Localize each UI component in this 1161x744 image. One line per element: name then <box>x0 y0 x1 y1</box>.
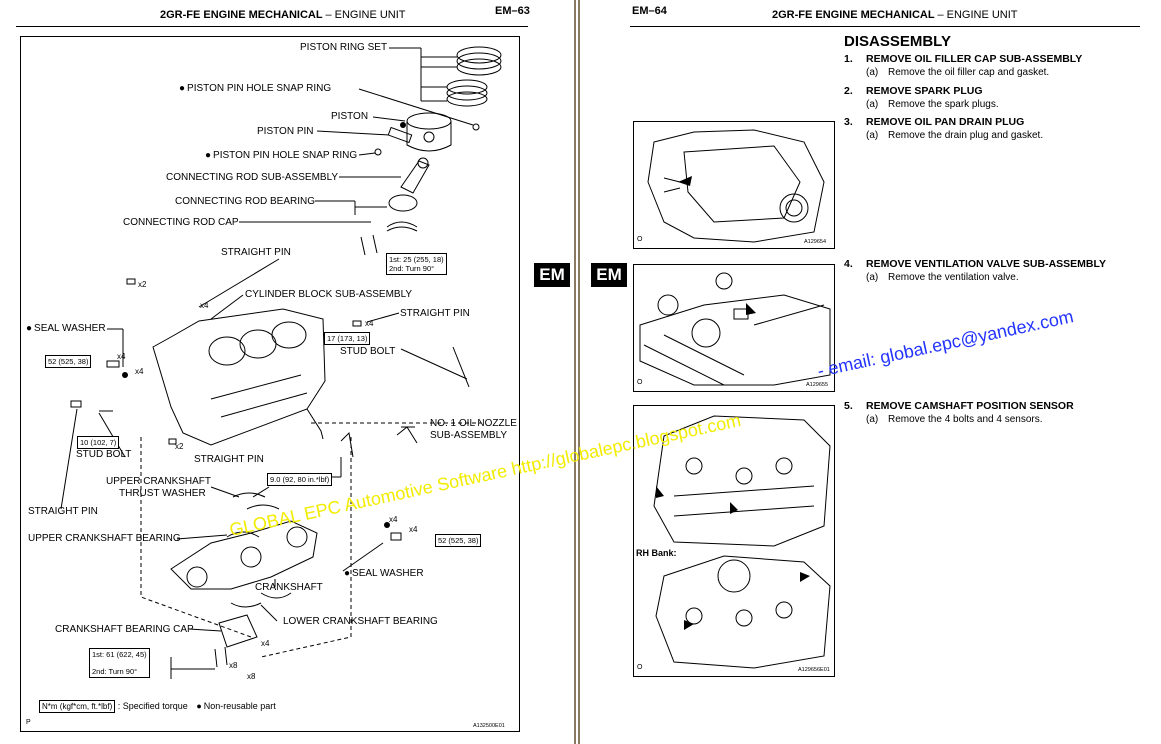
step-4-sub: (a)Remove the ventilation valve. <box>866 272 1019 283</box>
torque-conrod-2nd: 2nd: Turn 90° <box>389 264 435 273</box>
count-x4-seal-right-b: x4 <box>409 525 418 534</box>
label-upper-thrust-line1: UPPER CRANKSHAFT <box>106 476 212 487</box>
figure-camshaft-sensor-art <box>653 415 831 669</box>
left-page: 2GR-FE ENGINE MECHANICAL – ENGINE UNIT E… <box>0 0 566 744</box>
count-x8-a: x8 <box>229 661 238 670</box>
left-header-rule <box>16 26 528 27</box>
figure-camshaft-sensor: RH Bank: O A129656E01 <box>633 405 835 677</box>
diagram-drawing <box>60 46 502 679</box>
label-snap-ring-top: PISTON PIN HOLE SNAP RING <box>179 83 331 94</box>
step-1-sub: (a)Remove the oil filler cap and gasket. <box>866 67 1050 78</box>
legend-nonreusable: Non-reusable part <box>196 701 275 711</box>
label-piston-ring-set: PISTON RING SET <box>300 42 388 53</box>
right-page-number: EM–64 <box>632 5 667 17</box>
torque-box-stud-right: 17 (173, 13) <box>324 332 371 345</box>
label-straight-pin-right: STRAIGHT PIN <box>400 308 470 319</box>
em-tab-right: EM <box>591 263 627 287</box>
torque-box-oil-nozzle: 9.0 (92, 80 in.*lbf) <box>267 473 333 486</box>
left-header: 2GR-FE ENGINE MECHANICAL – ENGINE UNIT <box>160 9 406 21</box>
step-4-title: 4.REMOVE VENTILATION VALVE SUB-ASSEMBLY <box>844 258 1106 270</box>
diagram-corner-mark: P <box>26 719 31 726</box>
right-header: 2GR-FE ENGINE MECHANICAL – ENGINE UNIT <box>772 9 1018 21</box>
left-page-number: EM–63 <box>495 5 530 17</box>
exploded-diagram: PISTON RING SET PISTON PIN HOLE SNAP RIN… <box>20 36 520 732</box>
torque-cap-2nd: 2nd: Turn 90° <box>92 667 138 676</box>
count-x2-mid: x2 <box>175 442 184 451</box>
step-1-title: 1.REMOVE OIL FILLER CAP SUB-ASSEMBLY <box>844 53 1083 65</box>
label-bearing-cap: CRANKSHAFT BEARING CAP <box>55 624 194 635</box>
em-tab-left: EM <box>534 263 570 287</box>
label-piston-pin: PISTON PIN <box>257 126 314 137</box>
count-x4-pin-right: x4 <box>365 319 374 328</box>
torque-conrod-1st: 1st: 25 (255, 18) <box>389 255 444 264</box>
figure-3-code: A129656E01 <box>798 667 830 673</box>
figure-1-corner: O <box>637 236 643 243</box>
figure-oil-drain-plug-art <box>647 129 825 243</box>
legend-torque-text: : Specified torque <box>117 701 188 711</box>
torque-box-seal-left: 52 (525, 38) <box>45 355 92 368</box>
label-conrod-cap: CONNECTING ROD CAP <box>123 217 239 228</box>
label-oil-nozzle-line1: NO. 1 OIL NOZZLE <box>430 418 517 429</box>
figure-ventilation-valve-art <box>639 272 831 386</box>
figure-2-code: A129655 <box>806 382 829 388</box>
count-x8-b: x8 <box>247 672 256 681</box>
count-x4-seal-left-b: x4 <box>135 367 144 376</box>
label-stud-bolt-left: STUD BOLT <box>76 449 132 460</box>
torque-box-stud-left: 10 (102, 7) <box>77 436 120 449</box>
count-x4-cap: x4 <box>261 639 270 648</box>
label-straight-pin-top: STRAIGHT PIN <box>221 247 291 258</box>
label-straight-pin-left: STRAIGHT PIN <box>28 506 98 517</box>
label-piston: PISTON <box>331 111 369 122</box>
torque-box-seal-right: 52 (525, 38) <box>435 534 482 547</box>
figure-2-corner: O <box>637 379 643 386</box>
label-conrod-bearing: CONNECTING ROD BEARING <box>175 196 316 207</box>
step-5-title: 5.REMOVE CAMSHAFT POSITION SENSOR <box>844 400 1074 412</box>
label-straight-pin-mid: STRAIGHT PIN <box>194 454 264 465</box>
step-3-sub: (a)Remove the drain plug and gasket. <box>866 130 1044 141</box>
right-header-rule <box>630 26 1140 27</box>
label-oil-nozzle-line2: SUB-ASSEMBLY <box>430 430 508 441</box>
label-upper-crank-bearing: UPPER CRANKSHAFT BEARING <box>28 533 181 544</box>
figure-ventilation-valve: O A129655 <box>633 264 835 392</box>
figure-oil-drain-plug: O A129654 <box>633 121 835 249</box>
figure-3-corner: O <box>637 664 643 671</box>
torque-box-conrod: 1st: 25 (255, 18) 2nd: Turn 90° <box>386 253 447 275</box>
legend-torque-box: N*m (kgf*cm, ft.*lbf) <box>39 700 116 713</box>
label-crankshaft: CRANKSHAFT <box>255 582 323 593</box>
label-stud-bolt-right: STUD BOLT <box>340 346 396 357</box>
legend: N*m (kgf*cm, ft.*lbf) : Specified torque… <box>39 700 276 713</box>
count-x2-top: x2 <box>138 280 147 289</box>
label-cylinder-block: CYLINDER BLOCK SUB-ASSEMBLY <box>245 289 413 300</box>
section-title: DISASSEMBLY <box>844 33 951 50</box>
step-3-title: 3.REMOVE OIL PAN DRAIN PLUG <box>844 116 1025 128</box>
label-seal-washer-right: SEAL WASHER <box>344 568 424 579</box>
label-snap-ring-bottom: PISTON PIN HOLE SNAP RING <box>205 150 357 161</box>
count-x4-seal-left-a: x4 <box>117 352 126 361</box>
label-conrod-sub: CONNECTING ROD SUB-ASSEMBLY <box>166 172 339 183</box>
watermark-blue: - email: global.epc@yandex.com <box>815 306 1076 382</box>
step-2-sub: (a)Remove the spark plugs. <box>866 99 999 110</box>
label-upper-thrust-line2: THRUST WASHER <box>119 488 206 499</box>
step-5-sub: (a)Remove the 4 bolts and 4 sensors. <box>866 414 1043 425</box>
torque-cap-1st: 1st: 61 (622, 45) <box>92 650 147 659</box>
count-x4-pin: x4 <box>200 301 209 310</box>
page-gutter <box>566 0 588 744</box>
gutter-line-left <box>574 0 576 744</box>
gutter-line-right <box>578 0 580 744</box>
figure-1-code: A129654 <box>804 239 827 245</box>
figure-3-rh-bank: RH Bank: <box>636 548 677 558</box>
step-2-title: 2.REMOVE SPARK PLUG <box>844 85 983 97</box>
label-seal-washer-left: SEAL WASHER <box>26 323 106 334</box>
diagram-figure-code: A132500E01 <box>473 723 505 729</box>
label-lower-crank-bearing: LOWER CRANKSHAFT BEARING <box>283 616 438 627</box>
torque-box-cap: 1st: 61 (622, 45) 2nd: Turn 90° <box>89 648 150 678</box>
count-x4-seal-right-a: x4 <box>389 515 398 524</box>
